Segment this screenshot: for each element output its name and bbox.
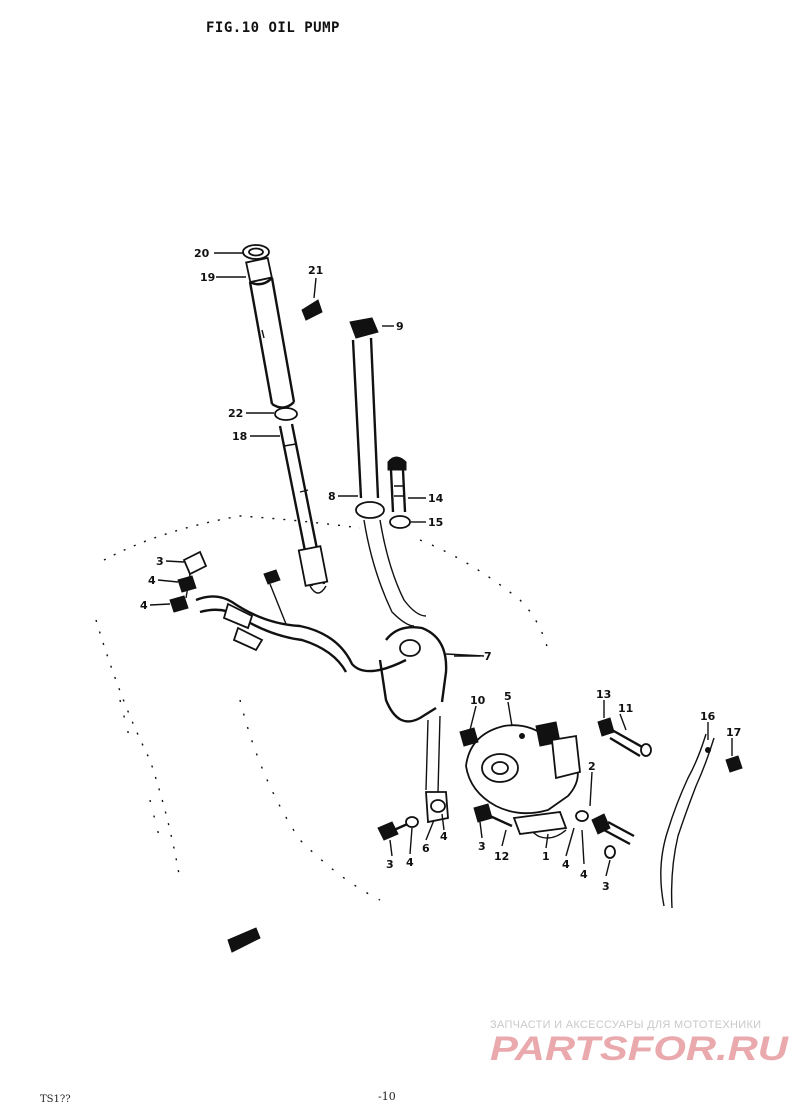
callout-3: 3 <box>602 880 610 893</box>
watermark-brand: PARTSFOR.RU <box>490 1030 790 1068</box>
footer-page-number: -10 <box>378 1090 396 1103</box>
callout-4: 4 <box>148 574 156 587</box>
callout-15: 15 <box>428 516 443 529</box>
callout-3: 3 <box>478 840 486 853</box>
callout-7: 7 <box>484 650 492 663</box>
oil-tank <box>242 244 296 409</box>
engine-case-outline <box>95 515 549 953</box>
watermark-brand-text: PARTSFOR.RU <box>490 1030 790 1068</box>
callout-1: 1 <box>542 850 550 863</box>
callout-16: 16 <box>700 710 716 723</box>
bolt-10 <box>459 727 479 747</box>
callout-8: 8 <box>328 490 336 503</box>
callout-21: 21 <box>308 264 323 277</box>
bolt-14 <box>387 456 407 513</box>
callout-labels: 20 19 21 9 22 18 8 14 15 3 4 4 7 10 5 13… <box>140 247 741 893</box>
callout-3: 3 <box>386 858 394 871</box>
callout-22: 22 <box>228 407 243 420</box>
callout-17: 17 <box>726 726 741 739</box>
grommet-22 <box>274 407 298 421</box>
callout-4: 4 <box>140 599 148 612</box>
watermark-tagline: ЗАПЧАСТИ И АКСЕССУАРЫ ДЛЯ МОТОТЕХНИКИ <box>490 1019 762 1031</box>
callout-5: 5 <box>504 690 512 703</box>
leader-lines <box>149 252 733 877</box>
callout-2: 2 <box>588 760 596 773</box>
bolt-13-11 <box>597 717 652 758</box>
footer-model-code: TS1?? <box>40 1094 71 1105</box>
callout-4: 4 <box>562 858 570 871</box>
hose-18 <box>278 423 329 594</box>
callout-20: 20 <box>194 247 210 260</box>
callout-13: 13 <box>596 688 611 701</box>
callout-3: 3 <box>156 555 164 568</box>
callout-9: 9 <box>396 320 404 333</box>
callout-14: 14 <box>428 492 444 505</box>
oil-pump-body <box>465 721 581 839</box>
callout-12: 12 <box>494 850 509 863</box>
callout-18: 18 <box>232 430 247 443</box>
cable-7 <box>195 569 407 673</box>
callout-4: 4 <box>440 830 448 843</box>
fitting-left <box>169 550 208 613</box>
washer-15 <box>389 515 411 529</box>
oil-line-9 <box>349 317 427 627</box>
callout-4: 4 <box>406 856 414 869</box>
bolt-set-lower-left <box>377 799 446 841</box>
callout-6: 6 <box>422 842 430 855</box>
callout-11: 11 <box>618 702 633 715</box>
clip-21 <box>301 299 323 321</box>
callout-4: 4 <box>580 868 588 881</box>
cable-16 <box>660 733 743 909</box>
figure-title: FIG.10 OIL PUMP <box>206 20 340 36</box>
callout-10: 10 <box>470 694 486 707</box>
bolt-set-lower-right <box>473 803 635 859</box>
callout-19: 19 <box>200 271 215 284</box>
